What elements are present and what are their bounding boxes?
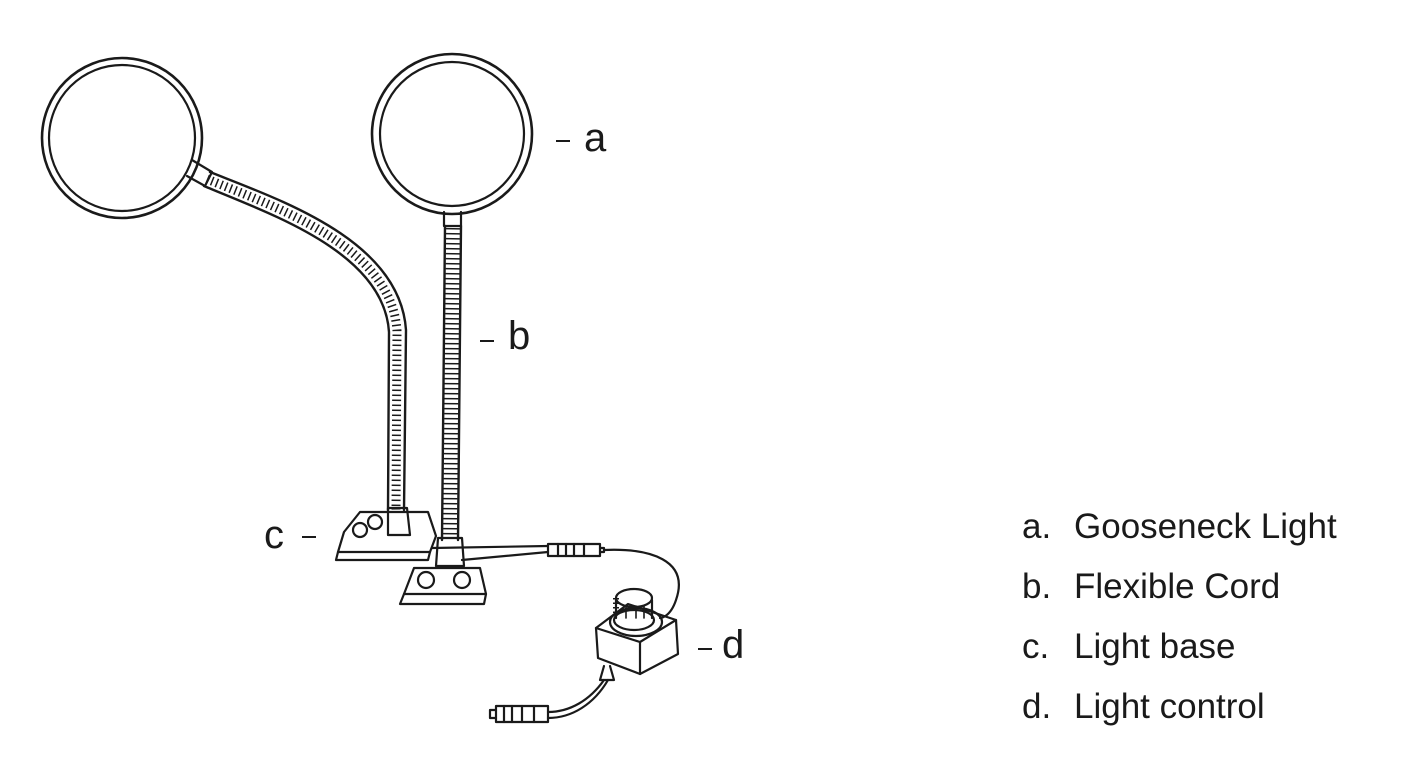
legend-item: b. Flexible Cord: [1022, 557, 1337, 617]
right-lamp-head: [370, 52, 534, 216]
callout-tick-c: [302, 536, 316, 538]
left-lamp-base: [334, 506, 438, 562]
callout-tick-a: [556, 140, 570, 142]
legend-letter: a.: [1022, 507, 1052, 546]
legend-item: c. Light base: [1022, 617, 1337, 677]
legend-item: a. Gooseneck Light: [1022, 497, 1337, 557]
callout-tick-b: [480, 340, 494, 342]
right-gooseneck: [440, 224, 463, 542]
callout-tick-d: [698, 648, 712, 650]
legend-label: Gooseneck Light: [1074, 507, 1337, 546]
legend-label: Light control: [1074, 687, 1265, 726]
callout-d: d: [722, 623, 745, 667]
legend-letter: c.: [1022, 627, 1050, 666]
dimmer-control: [594, 587, 680, 676]
right-lamp-base: [398, 536, 488, 606]
legend-letter: d.: [1022, 687, 1052, 726]
output-cord: [488, 664, 616, 724]
callout-c: c: [264, 513, 284, 557]
legend-label: Flexible Cord: [1074, 567, 1281, 606]
power-cord: [430, 542, 680, 620]
callout-b: b: [508, 314, 531, 358]
left-gooseneck: [202, 170, 408, 512]
parts-legend: a. Gooseneck Light b. Flexible Cord c. Ligh…: [1022, 497, 1337, 737]
legend-label: Light base: [1074, 627, 1236, 666]
legend-letter: b.: [1022, 567, 1052, 606]
left-lamp-head: [40, 56, 204, 220]
legend-item: d. Light control: [1022, 677, 1337, 737]
callout-a: a: [584, 116, 607, 160]
right-neck-coupling: [442, 210, 463, 228]
